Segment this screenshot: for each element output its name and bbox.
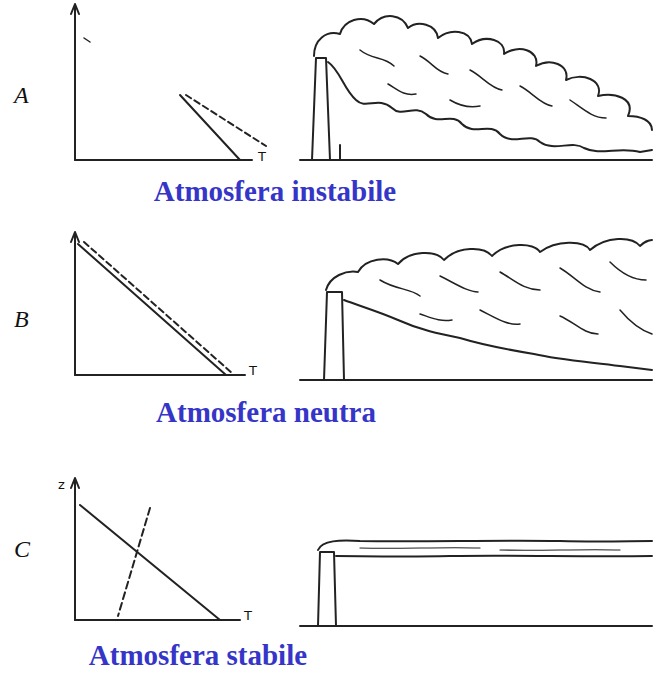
panel-caption: Atmosfera stabile [89,640,307,672]
axis-label: T [244,609,252,623]
axis-label: z [58,478,65,492]
looping-plume [300,16,652,160]
panel-letter: B [14,306,29,332]
lapse-graph [71,478,240,620]
axis-label: T [249,364,257,378]
panel-caption: Atmosfera neutra [156,397,376,429]
fanning-plume [300,541,652,626]
coning-plume [300,239,652,380]
lapse-graph [71,4,266,160]
panel-letter: A [14,82,29,108]
panel-letter: C [14,536,30,562]
lapse-graph [71,232,245,375]
panel-caption: Atmosfera instabile [154,176,396,208]
axis-label: T [258,150,266,164]
